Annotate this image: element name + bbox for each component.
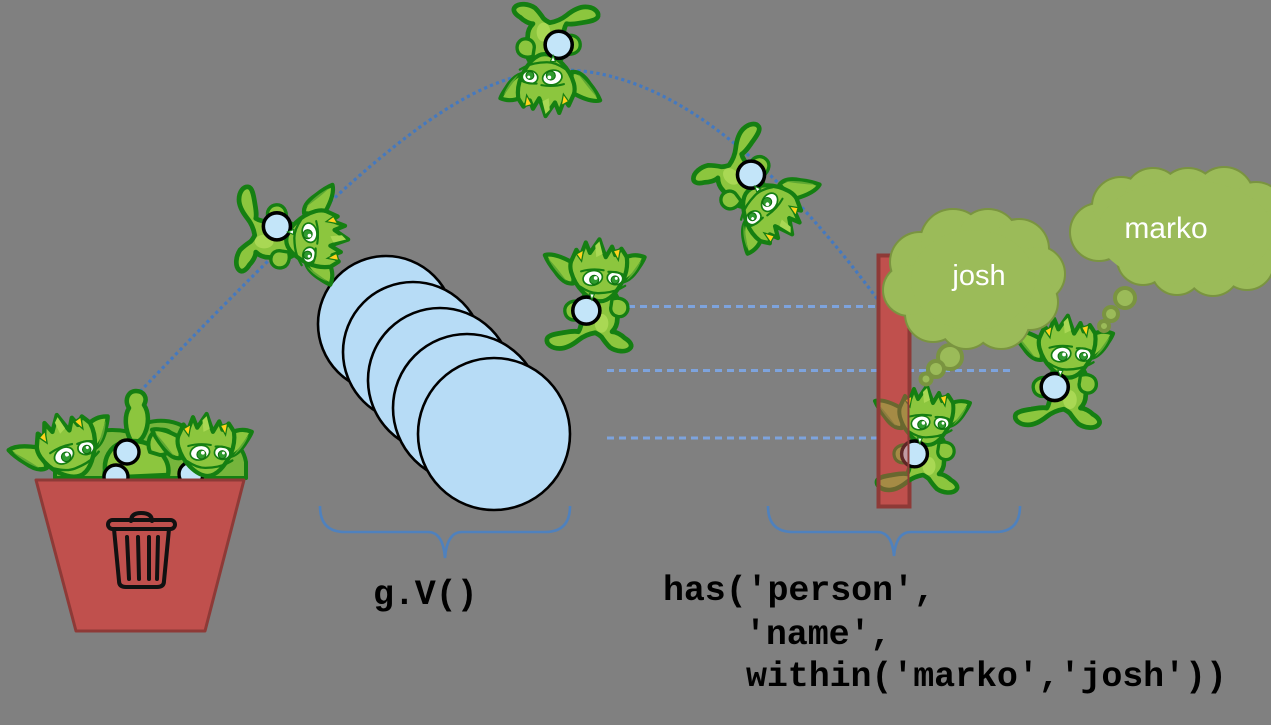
svg-text:g.V(): g.V()	[373, 575, 478, 615]
svg-text:within('marko','josh')): within('marko','josh'))	[746, 657, 1227, 697]
svg-text:has('person',: has('person',	[663, 571, 935, 611]
svg-text:josh: josh	[951, 260, 1005, 292]
svg-text:'name',: 'name',	[745, 615, 891, 655]
svg-text:marko: marko	[1124, 212, 1207, 245]
